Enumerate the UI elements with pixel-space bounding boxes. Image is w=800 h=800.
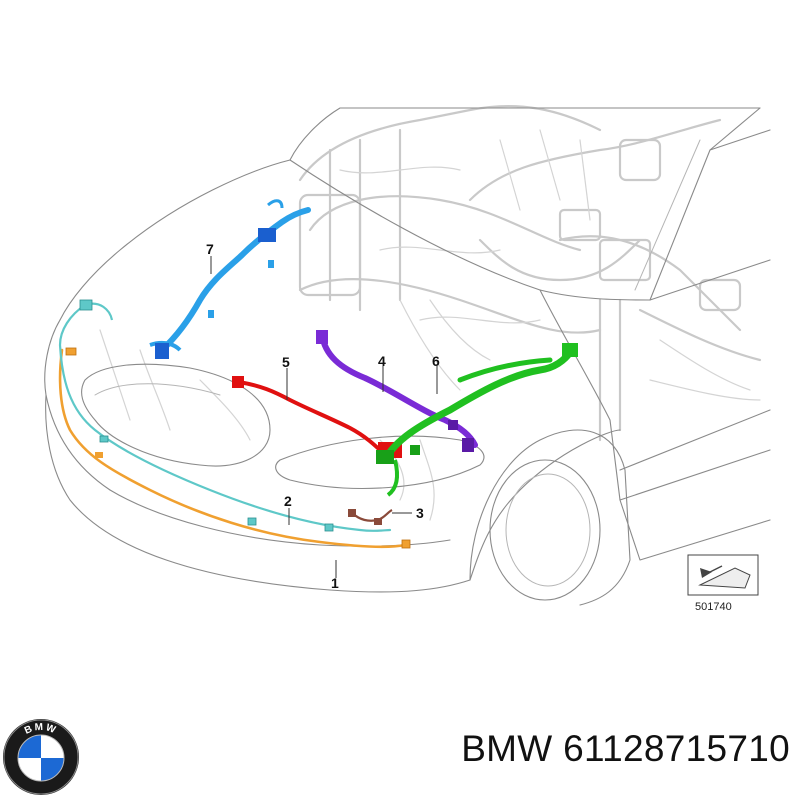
bmw-logo: BMW bbox=[3, 719, 79, 795]
callout-7: 7 bbox=[206, 241, 214, 257]
callout-4: 4 bbox=[378, 353, 386, 369]
engine-bay-ghost bbox=[99, 104, 762, 521]
callout-6: 6 bbox=[432, 353, 440, 369]
callout-numbers: 1 2 3 4 5 6 7 bbox=[206, 241, 440, 591]
harness-7 bbox=[149, 199, 311, 359]
reference-pictogram: 501740 bbox=[687, 554, 759, 613]
harness-3 bbox=[348, 509, 393, 525]
car-body-outline bbox=[44, 107, 771, 606]
harness-4 bbox=[316, 330, 478, 452]
harness-2 bbox=[58, 299, 392, 532]
harness-6 bbox=[376, 343, 578, 497]
reference-number: 501740 bbox=[695, 601, 732, 613]
callout-3: 3 bbox=[416, 505, 424, 521]
callout-5: 5 bbox=[282, 354, 290, 370]
harness-1 bbox=[58, 347, 411, 549]
callout-1: 1 bbox=[331, 575, 339, 591]
svg-text:BMW: BMW bbox=[23, 722, 59, 737]
part-number-label: BMW 61128715710 bbox=[461, 728, 790, 769]
callout-2: 2 bbox=[284, 493, 292, 509]
harness-5 bbox=[232, 376, 402, 458]
callout-leaders bbox=[210, 256, 438, 578]
